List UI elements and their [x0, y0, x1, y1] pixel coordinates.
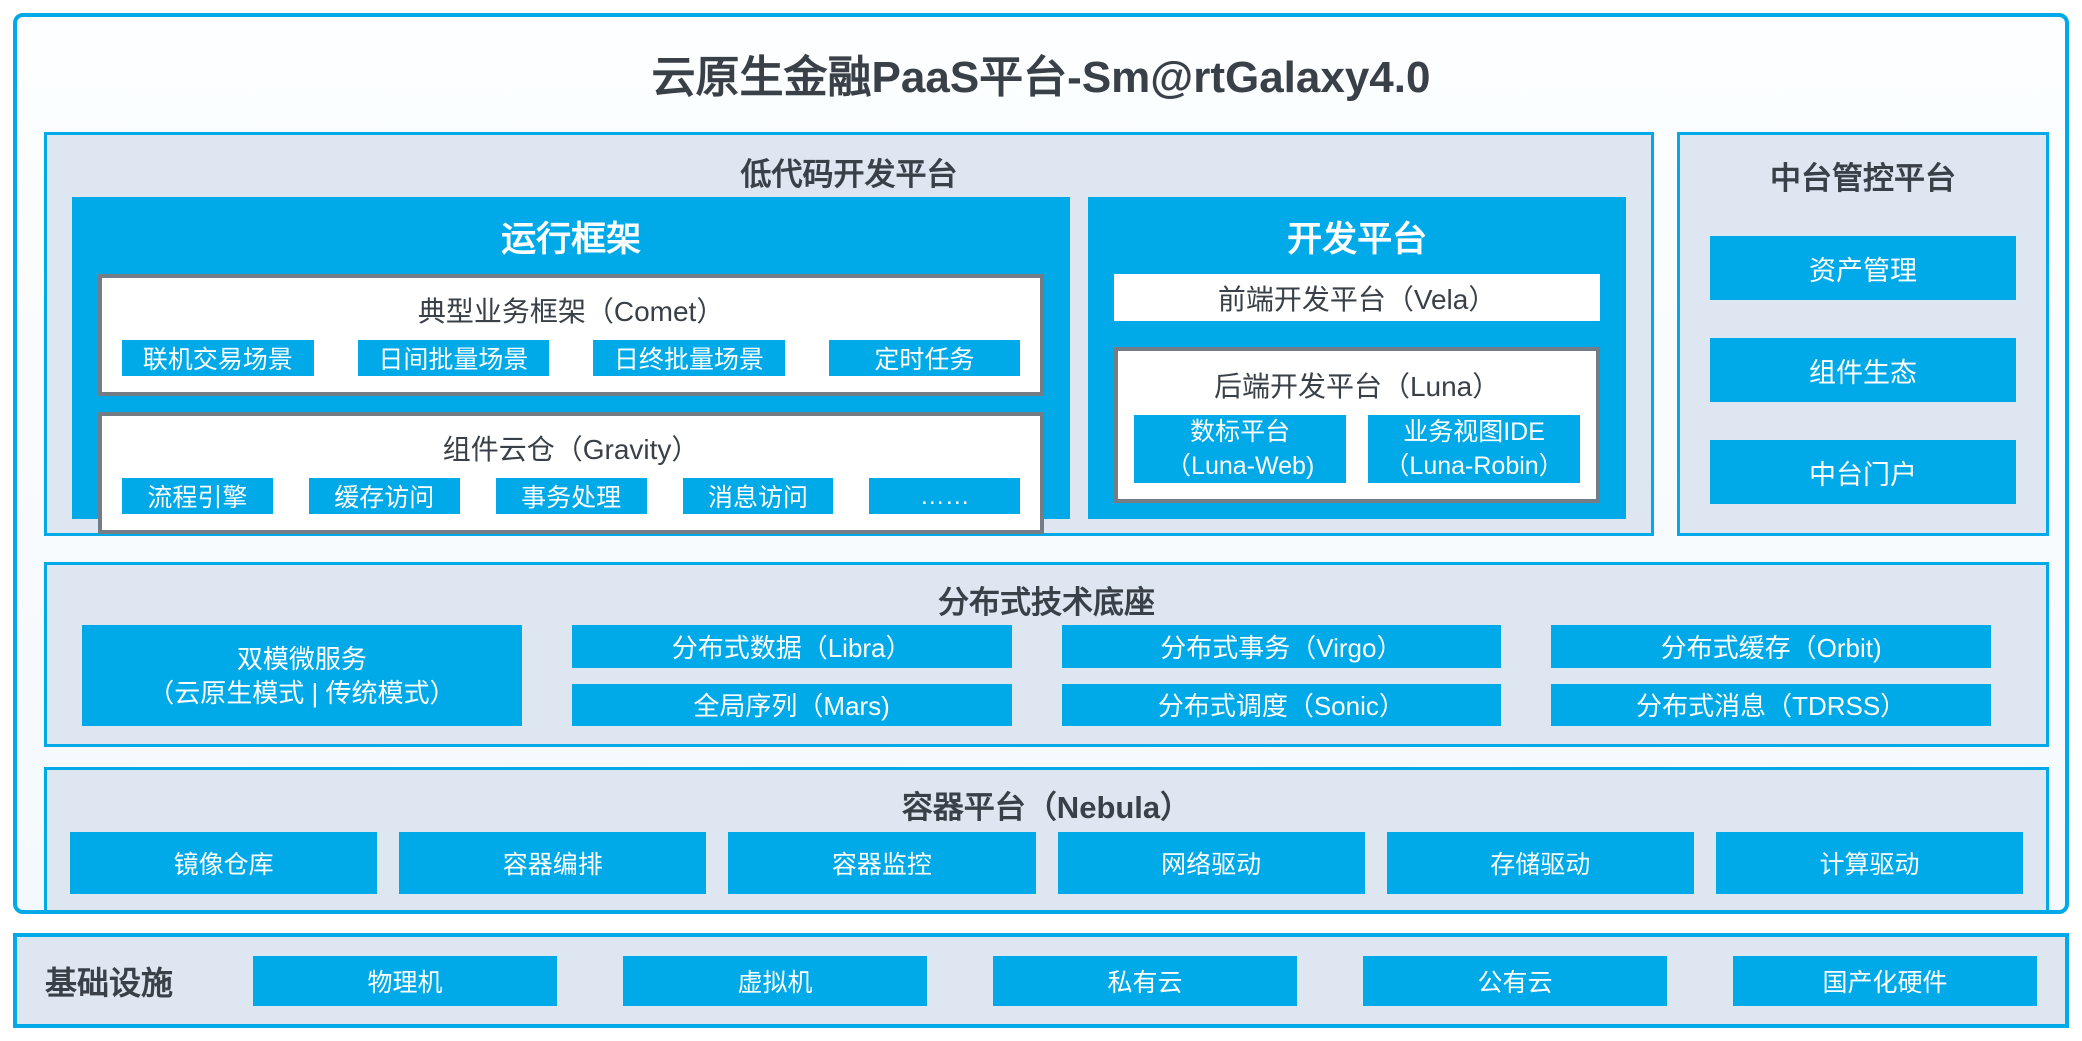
infra-item-physical-machine: 物理机: [253, 955, 558, 1006]
container-item-network-driver: 网络驱动: [1057, 832, 1365, 894]
container-platform-panel: 容器平台（Nebula） 镜像仓库 容器编排 容器监控 网络驱动 存储驱动 计算…: [44, 767, 2049, 913]
luna-web-item: 数标平台 （Luna-Web): [1134, 415, 1347, 483]
luna-web-sublabel: （Luna-Web): [1166, 452, 1315, 480]
comet-framework-box: 典型业务框架（Comet） 联机交易场景 日间批量场景 日终批量场景 定时任务: [98, 274, 1045, 396]
infra-item-domestic-hardware: 国产化硬件: [1733, 955, 2038, 1006]
comet-item-eod-batch: 日终批量场景: [593, 340, 785, 376]
distributed-column-2: 分布式事务（Virgo） 分布式调度（Sonic）: [1061, 625, 1502, 726]
gravity-item-process-engine: 流程引擎: [122, 478, 273, 514]
distributed-base-panel: 分布式技术底座 双模微服务 （云原生模式 | 传统模式） 分布式数据（Libra…: [44, 562, 2049, 747]
mid-platform-list: 资产管理 组件生态 中台门户: [1680, 236, 2046, 504]
dist-item-sonic: 分布式调度（Sonic）: [1061, 683, 1502, 726]
distributed-base-header: 分布式技术底座: [938, 585, 1155, 620]
container-item-image-registry: 镜像仓库: [70, 832, 378, 894]
comet-framework-title: 典型业务框架（Comet）: [417, 296, 725, 327]
dist-item-libra: 分布式数据（Libra）: [571, 625, 1012, 668]
container-item-monitoring: 容器监控: [728, 832, 1036, 894]
distributed-column-1: 分布式数据（Libra） 全局序列（Mars): [571, 625, 1012, 726]
luna-backend-title: 后端开发平台（Luna）: [1213, 371, 1501, 402]
container-item-orchestration: 容器编排: [399, 832, 707, 894]
mid-item-portal: 中台门户: [1710, 440, 2016, 504]
gravity-item-transaction: 事务处理: [495, 478, 647, 514]
mid-platform-panel: 中台管控平台 资产管理 组件生态 中台门户: [1677, 132, 2049, 536]
gravity-item-more: ……: [869, 478, 1021, 514]
luna-backend-box: 后端开发平台（Luna） 数标平台 （Luna-Web) 业务视图IDE （Lu…: [1114, 347, 1600, 503]
gravity-item-cache-access: 缓存访问: [308, 478, 460, 514]
runtime-framework-panel: 运行框架 典型业务框架（Comet） 联机交易场景 日间批量场景 日终批量场景 …: [72, 197, 1071, 534]
gravity-items-row: 流程引擎 缓存访问 事务处理 消息访问 ……: [122, 478, 1021, 514]
mid-item-asset-management: 资产管理: [1710, 236, 2016, 300]
container-items-row: 镜像仓库 容器编排 容器监控 网络驱动 存储驱动 计算驱动: [70, 832, 2024, 894]
dual-mode-label: 双模微服务: [236, 643, 367, 674]
dual-mode-microservice-item: 双模微服务 （云原生模式 | 传统模式）: [82, 625, 522, 726]
mid-item-component-ecosystem: 组件生态: [1710, 338, 2016, 402]
lowcode-content-row: 运行框架 典型业务框架（Comet） 联机交易场景 日间批量场景 日终批量场景 …: [72, 197, 1626, 534]
luna-robin-item: 业务视图IDE （Luna-Robin）: [1368, 415, 1581, 483]
infrastructure-panel: 基础设施 物理机 虚拟机 私有云 公有云 国产化硬件: [13, 933, 2069, 1028]
lowcode-platform-header: 低代码开发平台: [740, 157, 958, 192]
dist-item-tdrss: 分布式消息（TDRSS）: [1551, 683, 1991, 726]
comet-item-scheduled-task: 定时任务: [828, 340, 1021, 376]
platform-frame: 云原生金融PaaS平台-Sm@rtGalaxy4.0 低代码开发平台 运行框架 …: [13, 13, 2069, 914]
dist-item-virgo: 分布式事务（Virgo）: [1061, 625, 1502, 668]
infrastructure-header: 基础设施: [45, 964, 174, 1001]
container-platform-header: 容器平台（Nebula）: [901, 790, 1192, 825]
infra-item-public-cloud: 公有云: [1363, 955, 1668, 1006]
gravity-warehouse-title: 组件云仓（Gravity）: [442, 434, 700, 465]
mid-platform-header: 中台管控平台: [1770, 161, 1956, 196]
runtime-framework-title: 运行框架: [501, 220, 642, 259]
dist-item-orbit: 分布式缓存（Orbit): [1551, 625, 1991, 668]
dev-platform-panel: 开发平台 前端开发平台（Vela） 后端开发平台（Luna） 数标平台 （Lun…: [1088, 197, 1626, 519]
infra-item-virtual-machine: 虚拟机: [623, 955, 928, 1006]
comet-items-row: 联机交易场景 日间批量场景 日终批量场景 定时任务: [122, 340, 1021, 376]
dev-platform-title: 开发平台: [1287, 220, 1428, 259]
vela-frontend-box: 前端开发平台（Vela）: [1114, 274, 1600, 321]
gravity-item-message-access: 消息访问: [682, 478, 834, 514]
luna-web-label: 数标平台: [1190, 418, 1291, 446]
luna-robin-label: 业务视图IDE: [1403, 418, 1545, 446]
infra-item-private-cloud: 私有云: [993, 955, 1298, 1006]
distributed-content-row: 双模微服务 （云原生模式 | 传统模式） 分布式数据（Libra） 全局序列（M…: [82, 625, 1991, 726]
comet-item-online-trading: 联机交易场景: [122, 340, 314, 376]
distributed-column-3: 分布式缓存（Orbit) 分布式消息（TDRSS）: [1551, 625, 1991, 726]
luna-robin-sublabel: （Luna-Robin）: [1384, 452, 1564, 480]
dual-mode-sublabel: （云原生模式 | 传统模式）: [148, 677, 456, 708]
container-item-storage-driver: 存储驱动: [1386, 832, 1694, 894]
luna-items-row: 数标平台 （Luna-Web) 业务视图IDE （Luna-Robin）: [1134, 415, 1581, 483]
infrastructure-items-row: 物理机 虚拟机 私有云 公有云 国产化硬件: [253, 955, 2038, 1006]
lowcode-platform-panel: 低代码开发平台 运行框架 典型业务框架（Comet） 联机交易场景 日间批量场景…: [44, 132, 1654, 536]
gravity-warehouse-box: 组件云仓（Gravity） 流程引擎 缓存访问 事务处理 消息访问 ……: [98, 412, 1045, 534]
comet-item-daytime-batch: 日间批量场景: [357, 340, 550, 376]
container-item-compute-driver: 计算驱动: [1715, 832, 2024, 894]
page-title: 云原生金融PaaS平台-Sm@rtGalaxy4.0: [651, 53, 1431, 102]
dist-item-mars: 全局序列（Mars): [571, 683, 1012, 726]
